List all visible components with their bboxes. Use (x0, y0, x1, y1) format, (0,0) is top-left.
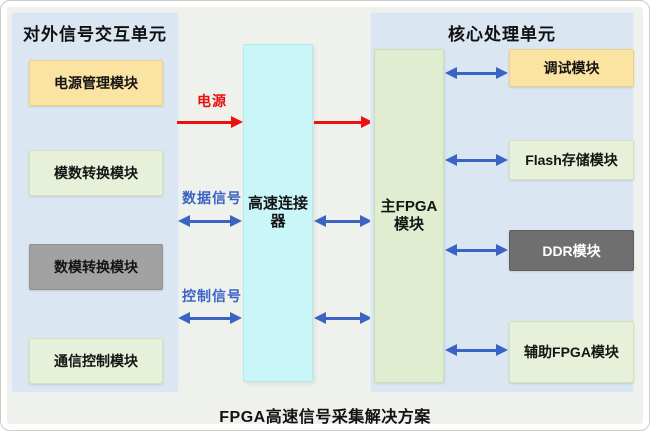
communication-control-module: 通信控制模块 (29, 338, 163, 384)
fpga-flash-arrow-icon (445, 154, 508, 166)
fpga-ddr-arrow-icon (445, 244, 508, 256)
core-processing-unit-panel: 核心处理单元 主FPGA模块 调试模块 Flash存储模块 DDR模块 辅助FP… (370, 12, 634, 393)
auxiliary-fpga-module: 辅助FPGA模块 (509, 321, 634, 383)
power-signal-label: 电源 (197, 93, 227, 109)
control-arrow-right-icon (314, 312, 372, 324)
control-signal-label: 控制信号 (182, 288, 242, 304)
debug-module: 调试模块 (509, 49, 634, 87)
fpga-auxfpga-arrow-icon (445, 344, 508, 356)
power-arrow-right-icon (314, 116, 373, 128)
right-panel-title: 核心处理单元 (448, 25, 556, 44)
fpga-debug-arrow-icon (445, 67, 508, 79)
ddr-module: DDR模块 (509, 230, 634, 271)
high-speed-connector-box: 高速连接器 (243, 44, 313, 382)
dac-module: 数模转换模块 (29, 244, 163, 290)
external-signal-unit-panel: 对外信号交互单元 电源管理模块 模数转换模块 数模转换模块 通信控制模块 (11, 12, 179, 393)
flash-storage-module: Flash存储模块 (509, 140, 634, 180)
diagram-caption: FPGA高速信号采集解决方案 (219, 409, 431, 426)
left-panel-title: 对外信号交互单元 (23, 25, 167, 44)
data-signal-label: 数据信号 (182, 190, 242, 206)
adc-module: 模数转换模块 (29, 150, 163, 196)
power-arrow-left-icon (177, 116, 243, 128)
control-arrow-left-icon (178, 312, 242, 324)
power-management-module: 电源管理模块 (29, 60, 163, 106)
data-arrow-right-icon (314, 215, 372, 227)
main-fpga-module: 主FPGA模块 (374, 49, 444, 383)
data-arrow-left-icon (178, 215, 242, 227)
